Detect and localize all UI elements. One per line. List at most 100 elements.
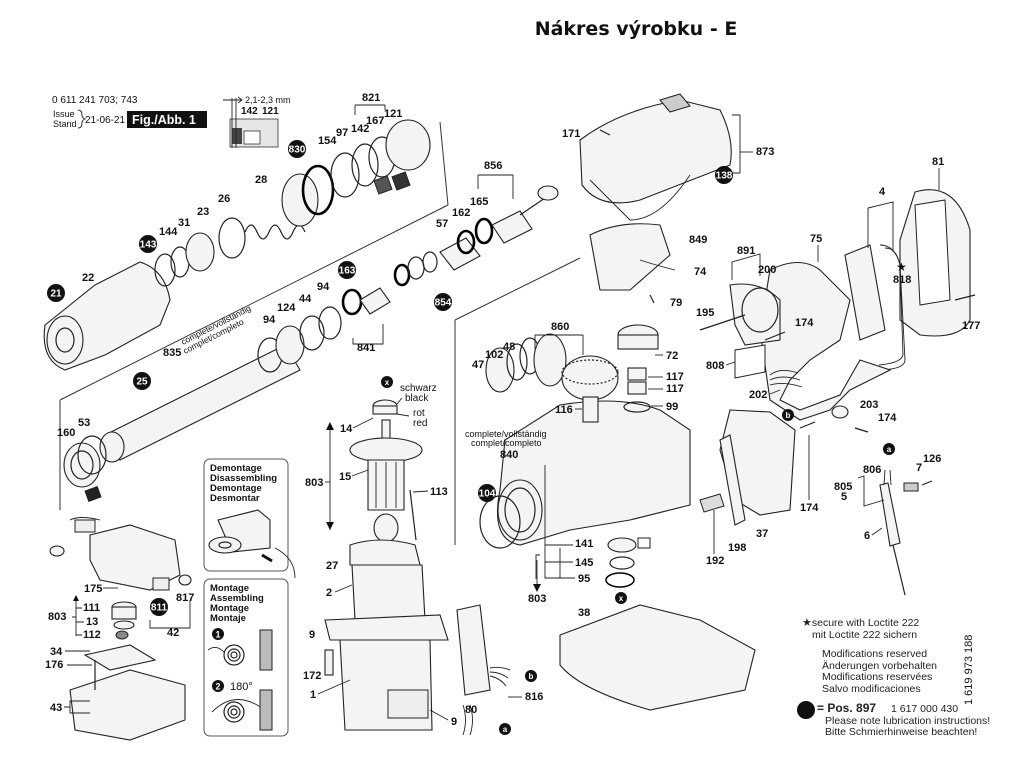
label-117-b: 117: [666, 383, 684, 395]
wire-color-black: black: [405, 393, 429, 404]
oring-163: [341, 288, 363, 316]
handle-bracket-849: [589, 223, 671, 291]
label-1: 1: [310, 689, 316, 701]
spring-ring-26: [218, 217, 246, 259]
modifications-es: Salvo modificaciones: [822, 682, 921, 695]
disassembly-line-en: Disassembling: [210, 473, 277, 484]
label-99: 99: [666, 401, 678, 413]
gear-housing-labels: 860 48 102 47 72 117 117 116 99 complete…: [465, 321, 684, 619]
shaft: [381, 419, 391, 441]
cover-9b: [387, 689, 429, 719]
bubble-x-motor: x: [381, 376, 393, 388]
bubble-854: 854: [434, 293, 452, 311]
bubble-143: 143: [139, 235, 157, 253]
svg-text:x: x: [385, 378, 390, 387]
issue-brace: [77, 109, 87, 129]
label-195: 195: [696, 307, 714, 319]
rotation-label: 180°: [230, 681, 253, 693]
label-806: 806: [863, 464, 881, 476]
svg-text:138: 138: [716, 171, 733, 182]
label-80: 80: [465, 704, 477, 716]
label-160: 160: [57, 427, 75, 439]
label-162: 162: [452, 207, 470, 219]
assembly-line-de: Montage: [210, 583, 249, 594]
chuck-nose-part: [46, 315, 84, 365]
screw-113: [409, 489, 417, 541]
trigger-198: [719, 434, 746, 526]
issue-label: Issue: [53, 109, 75, 119]
loctite-star-icon: ★: [896, 260, 907, 274]
label-57: 57: [436, 218, 448, 230]
label-43: 43: [50, 702, 62, 714]
label-95: 95: [578, 573, 590, 585]
loctite-note-en: secure with Loctite 222: [811, 617, 920, 629]
label-177: 177: [962, 320, 980, 332]
label-47: 47: [472, 359, 484, 371]
spring-192: [699, 493, 725, 513]
svg-text:854: 854: [435, 298, 452, 309]
bubble-x-gear: x: [615, 592, 627, 604]
sleeve-23: [185, 232, 215, 272]
assembly-instruction-box: Montage Assembling Montage Montaje 1 2 1…: [203, 578, 289, 737]
fan-cover-43: [69, 669, 186, 741]
gasket-9: [324, 614, 449, 641]
label-841: 841: [357, 342, 375, 354]
svg-text:25: 25: [136, 377, 148, 388]
label-805: 805: [834, 481, 852, 493]
label-97: 97: [336, 127, 348, 139]
fan-15: [349, 437, 423, 463]
bubble-138: 138: [715, 166, 733, 184]
label-176: 176: [45, 659, 63, 671]
bearing-flange-891: [729, 283, 781, 346]
complete-label-840-line1: complete/vollständig: [465, 429, 547, 439]
bubble-811: 811: [150, 598, 168, 616]
label-121: 121: [384, 108, 402, 120]
detail-part-142: 142: [241, 106, 258, 117]
bubble-104: 104: [478, 484, 496, 502]
seal-detail-inset: 2,1-2,3 mm 142 121: [223, 95, 291, 148]
header-block: 0 611 241 703; 743 Issue Stand 21-06-21 …: [52, 95, 291, 148]
cap-121: [385, 119, 431, 171]
oring-165: [474, 217, 494, 245]
label-835: 835: [163, 347, 181, 359]
label-112: 112: [83, 629, 101, 641]
label-808: 808: [706, 360, 724, 372]
screw-172: [324, 649, 334, 676]
disassembly-line-de: Demontage: [210, 463, 262, 474]
label-840: 840: [500, 449, 518, 461]
label-plate-808: [734, 344, 766, 379]
needle-bearing-117b: [627, 381, 647, 395]
lubrication-dot-icon: [797, 701, 815, 719]
spring-coil-icon-2: [223, 644, 245, 666]
disassembly-line-fr: Demontage: [210, 483, 262, 494]
assembly-line-es: Montaje: [210, 613, 246, 624]
modifications-en: Modifications reserved: [822, 648, 928, 660]
svg-text:a: a: [503, 725, 508, 734]
gear-cover-38: [559, 604, 756, 711]
assembly-line-fr: Montage: [210, 603, 249, 614]
label-203: 203: [860, 399, 878, 411]
callout-bubbles: 830 143 21 163 854 25 138 104 811 x x b …: [47, 140, 895, 735]
switch-4: [844, 244, 886, 341]
label-141: 141: [575, 538, 593, 550]
svg-text:21: 21: [50, 289, 62, 300]
label-74: 74: [694, 266, 707, 278]
screw-126: [921, 480, 933, 486]
label-9-b: 9: [451, 716, 457, 728]
label-891: 891: [737, 245, 755, 257]
switch-wiring: [874, 244, 906, 371]
dust-cap-160: [63, 442, 101, 488]
label-803-a: 803: [305, 477, 323, 489]
oring-162: [456, 229, 476, 255]
bearing-817: [178, 574, 192, 586]
needle-bearing-117a: [627, 367, 647, 381]
housing-cover-labels: 171 873 849 74 79: [562, 114, 774, 309]
piston-sleeve-856: [491, 210, 533, 244]
label-28: 28: [255, 174, 267, 186]
loctite-note-de: mit Loctite 222 sichern: [812, 628, 918, 641]
handle-labels: 81 4 891 200 75 ★ 818 195 174 177 808 20…: [696, 156, 980, 567]
star-icon: ★: [802, 616, 812, 629]
ring-53: [77, 435, 107, 475]
label-102: 102: [485, 349, 503, 361]
